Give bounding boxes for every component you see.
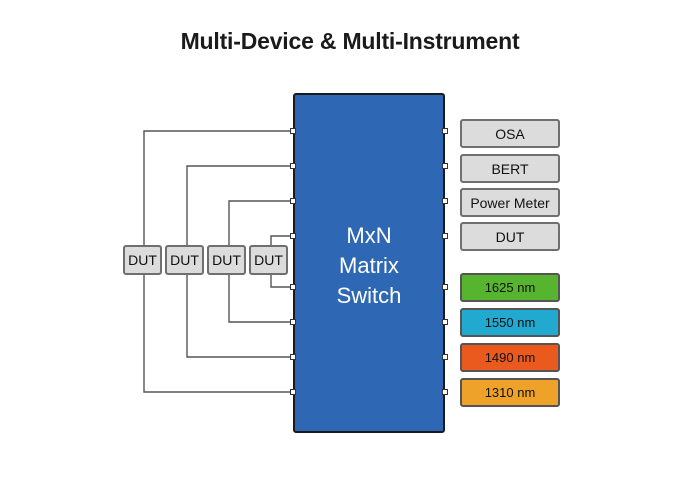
right-port xyxy=(442,389,448,395)
dut-4: DUT xyxy=(249,245,288,275)
left-port xyxy=(290,284,296,290)
matrix-switch: MxN Matrix Switch xyxy=(293,93,445,433)
instrument-power-meter: Power Meter xyxy=(460,188,560,217)
right-port xyxy=(442,284,448,290)
switch-label-line2: Matrix xyxy=(339,253,399,278)
switch-label-line1: MxN xyxy=(346,223,392,248)
dut-3: DUT xyxy=(207,245,246,275)
laser-1490: 1490 nm xyxy=(460,343,560,372)
instrument-dut: DUT xyxy=(460,222,560,251)
laser-1310: 1310 nm xyxy=(460,378,560,407)
right-port xyxy=(442,354,448,360)
left-port xyxy=(290,128,296,134)
dut-2: DUT xyxy=(165,245,204,275)
right-port xyxy=(442,163,448,169)
right-port xyxy=(442,233,448,239)
diagram-title: Multi-Device & Multi-Instrument xyxy=(180,28,520,54)
left-port xyxy=(290,389,296,395)
left-port xyxy=(290,319,296,325)
right-port xyxy=(442,128,448,134)
right-port xyxy=(442,198,448,204)
switch-label-line3: Switch xyxy=(336,283,402,308)
laser-1550: 1550 nm xyxy=(460,308,560,337)
dut-1: DUT xyxy=(123,245,162,275)
left-port xyxy=(290,163,296,169)
left-port xyxy=(290,354,296,360)
laser-1625: 1625 nm xyxy=(460,273,560,302)
right-port xyxy=(442,319,448,325)
instrument-bert: BERT xyxy=(460,154,560,183)
left-port xyxy=(290,198,296,204)
left-port xyxy=(290,233,296,239)
instrument-osa: OSA xyxy=(460,119,560,148)
switch-label: MxN Matrix Switch xyxy=(295,221,443,311)
